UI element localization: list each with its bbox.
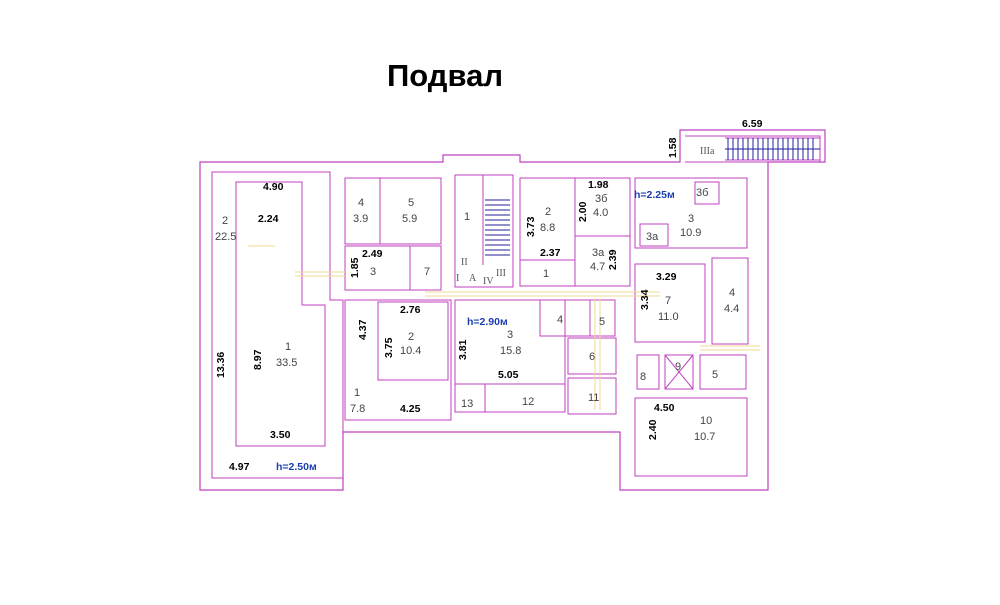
room-area: 4.7 xyxy=(590,261,605,273)
room-number: 1 xyxy=(354,387,360,399)
roman-label: IV xyxy=(483,276,494,287)
room-number: 4 xyxy=(557,314,563,326)
dim-label: 4.25 xyxy=(400,403,421,415)
room-area: 3.9 xyxy=(353,213,368,225)
dim-label: 4.37 xyxy=(357,319,369,340)
dim-label: 3.34 xyxy=(639,289,651,310)
room-number: 2 xyxy=(545,206,551,218)
room-number: 7 xyxy=(424,266,430,278)
dim-label: 2.37 xyxy=(540,247,561,259)
room-area: 10.7 xyxy=(694,431,715,443)
room-area: 22.5 xyxy=(215,231,236,243)
dim-label: 4.90 xyxy=(263,181,284,193)
room-walls xyxy=(248,174,760,477)
room-number: 2 xyxy=(408,331,414,343)
room-area: 7.8 xyxy=(350,403,365,415)
dim-label: 2.49 xyxy=(362,248,383,260)
room-area: 4.0 xyxy=(593,207,608,219)
room-number: 2 xyxy=(222,215,228,227)
room-number: 8 xyxy=(640,371,646,383)
roman-label: III xyxy=(496,268,506,279)
room-number: 1 xyxy=(285,341,291,353)
room-number: 4 xyxy=(358,197,364,209)
room-number: 5 xyxy=(408,197,414,209)
room-number: 4 xyxy=(729,287,735,299)
dim-label: 8.97 xyxy=(252,349,264,370)
dimension-labels: 4.90 2.24 13.36 8.97 3.50 4.97 2.49 1.85… xyxy=(215,118,763,473)
roman-label: A xyxy=(469,273,477,284)
room-area: 4.4 xyxy=(724,303,739,315)
room-number: 5 xyxy=(712,369,718,381)
room-number: 7 xyxy=(665,295,671,307)
room-number: 10 xyxy=(700,415,712,427)
room-number: 1 xyxy=(464,211,470,223)
outer-walls xyxy=(199,129,826,491)
room-number: 3а xyxy=(592,247,605,259)
dim-label: 13.36 xyxy=(215,352,227,378)
room-number: 13 xyxy=(461,398,473,410)
height-label: h=2.25м xyxy=(634,189,675,201)
dim-label: 2.39 xyxy=(607,249,619,270)
roman-labels: IIIа II A I IV III xyxy=(456,146,715,287)
dim-label: 2.40 xyxy=(647,419,659,440)
height-labels: h=2.50м h=2.90м h=2.25м xyxy=(276,189,675,473)
dim-label: 6.59 xyxy=(742,118,763,130)
room-area: 8.8 xyxy=(540,222,555,234)
room-area: 33.5 xyxy=(276,357,297,369)
dim-label: 2.00 xyxy=(577,201,589,222)
dim-label: 3.73 xyxy=(525,216,537,237)
height-label: h=2.50м xyxy=(276,461,317,473)
room-number: 5 xyxy=(599,316,605,328)
dim-label: 3.29 xyxy=(656,271,677,283)
roman-label: IIIа xyxy=(700,146,715,157)
dim-label: 5.05 xyxy=(498,369,519,381)
room-number: 12 xyxy=(522,396,534,408)
dim-label: 4.50 xyxy=(654,402,675,414)
height-label: h=2.90м xyxy=(467,316,508,328)
dim-label: 2.76 xyxy=(400,304,421,316)
dim-label: 1.58 xyxy=(667,137,679,158)
entrance-stair xyxy=(725,137,821,161)
room-number: 3 xyxy=(370,266,376,278)
dim-label: 1.98 xyxy=(588,179,609,191)
room-area: 11.0 xyxy=(658,311,679,323)
room-area: 5.9 xyxy=(402,213,417,225)
room-number: 11 xyxy=(588,392,599,404)
dim-label: 4.97 xyxy=(229,461,250,473)
room-labels: 2 22.5 1 33.5 4 3.9 5 5.9 3 7 1 2 8.8 3б… xyxy=(215,187,739,443)
room-number: 6 xyxy=(589,351,595,363)
dim-label: 3.81 xyxy=(457,339,469,360)
room-number: 3 xyxy=(507,329,513,341)
room-number: 3 xyxy=(688,213,694,225)
roman-label: II xyxy=(461,257,468,268)
room-number: 9 xyxy=(675,361,681,373)
room-number: 3б xyxy=(696,187,708,199)
room-area: 10.4 xyxy=(400,345,421,357)
dim-label: 3.75 xyxy=(383,337,395,358)
room-number: 1 xyxy=(543,268,549,280)
room-number: 3а xyxy=(646,231,659,243)
page-title: Подвал xyxy=(386,58,504,93)
room-number: 3б xyxy=(595,193,607,205)
room-area: 10.9 xyxy=(680,227,701,239)
dim-label: 1.85 xyxy=(349,257,361,278)
dim-label: 2.24 xyxy=(258,213,279,225)
dim-label: 3.50 xyxy=(270,429,291,441)
room-area: 15.8 xyxy=(500,345,521,357)
roman-label: I xyxy=(456,273,459,284)
